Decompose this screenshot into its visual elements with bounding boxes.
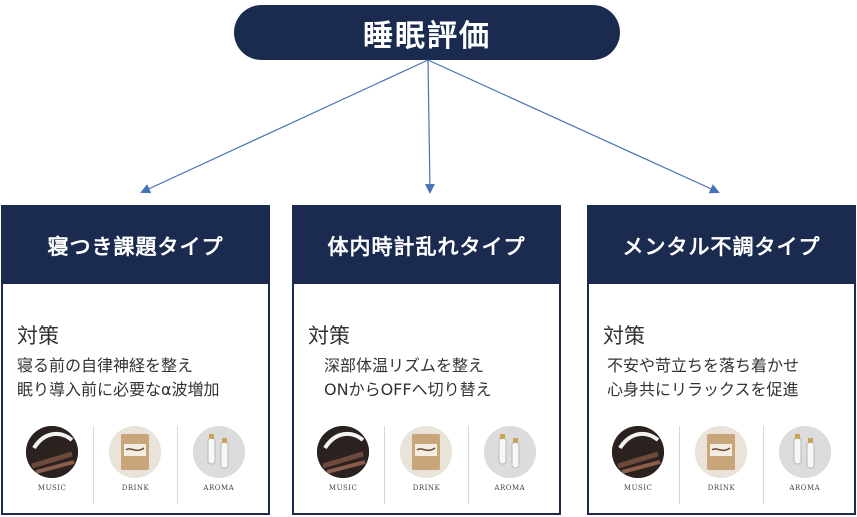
drink-icon — [400, 426, 452, 478]
product-label: DRINK — [122, 484, 150, 492]
measure-line: ONからOFFへ切り替え — [324, 378, 492, 402]
measure-label: 対策 — [17, 320, 59, 350]
type-card-2: 体内時計乱れタイプ 対策 深部体温リズムを整え ONからOFFへ切り替え MUS… — [292, 205, 561, 515]
product-aroma: AROMA — [177, 426, 260, 504]
drink-icon — [695, 426, 747, 478]
product-aroma: AROMA — [763, 426, 846, 504]
product-aroma: AROMA — [468, 426, 551, 504]
arrow-to-card-2 — [428, 60, 430, 192]
product-drink: DRINK — [384, 426, 467, 504]
product-icons: MUSIC DRINK — [302, 426, 551, 504]
measure-list: 深部体温リズムを整え ONからOFFへ切り替え — [324, 354, 492, 402]
type-card-3: メンタル不調タイプ 対策 不安や苛立ちを落ち着かせ 心身共にリラックスを促進 M… — [587, 205, 856, 515]
arrow-to-card-3 — [428, 60, 718, 192]
root-node: 睡眠評価 — [234, 5, 620, 60]
card-title: 体内時計乱れタイプ — [294, 207, 559, 284]
music-icon — [26, 426, 78, 478]
arrow-to-card-1 — [142, 60, 428, 192]
root-title: 睡眠評価 — [363, 11, 491, 55]
product-music: MUSIC — [11, 426, 93, 504]
product-label: MUSIC — [38, 484, 66, 492]
product-icons: MUSIC DRINK — [597, 426, 846, 504]
product-music: MUSIC — [302, 426, 384, 504]
measure-list: 寝る前の自律神経を整え 眠り導入前に必要なα波増加 — [17, 354, 220, 402]
drink-icon — [109, 426, 161, 478]
aroma-icon — [779, 426, 831, 478]
measure-line: 深部体温リズムを整え — [324, 354, 492, 378]
music-icon — [317, 426, 369, 478]
product-label: MUSIC — [624, 484, 652, 492]
product-label: DRINK — [708, 484, 736, 492]
measure-list: 不安や苛立ちを落ち着かせ 心身共にリラックスを促進 — [607, 354, 799, 402]
product-label: DRINK — [413, 484, 441, 492]
product-label: AROMA — [203, 484, 234, 492]
measure-line: 眠り導入前に必要なα波増加 — [17, 378, 220, 402]
product-label: AROMA — [494, 484, 525, 492]
product-drink: DRINK — [679, 426, 762, 504]
type-card-1: 寝つき課題タイプ 対策 寝る前の自律神経を整え 眠り導入前に必要なα波増加 MU… — [1, 205, 270, 515]
card-title: メンタル不調タイプ — [589, 207, 854, 284]
aroma-icon — [193, 426, 245, 478]
product-icons: MUSIC DRINK — [11, 426, 260, 504]
product-drink: DRINK — [93, 426, 176, 504]
card-title: 寝つき課題タイプ — [3, 207, 268, 284]
product-label: MUSIC — [329, 484, 357, 492]
product-label: AROMA — [789, 484, 820, 492]
measure-label: 対策 — [308, 320, 350, 350]
measure-line: 心身共にリラックスを促進 — [607, 378, 799, 402]
aroma-icon — [484, 426, 536, 478]
measure-label: 対策 — [603, 320, 645, 350]
music-icon — [612, 426, 664, 478]
measure-line: 不安や苛立ちを落ち着かせ — [607, 354, 799, 378]
product-music: MUSIC — [597, 426, 679, 504]
measure-line: 寝る前の自律神経を整え — [17, 354, 220, 378]
